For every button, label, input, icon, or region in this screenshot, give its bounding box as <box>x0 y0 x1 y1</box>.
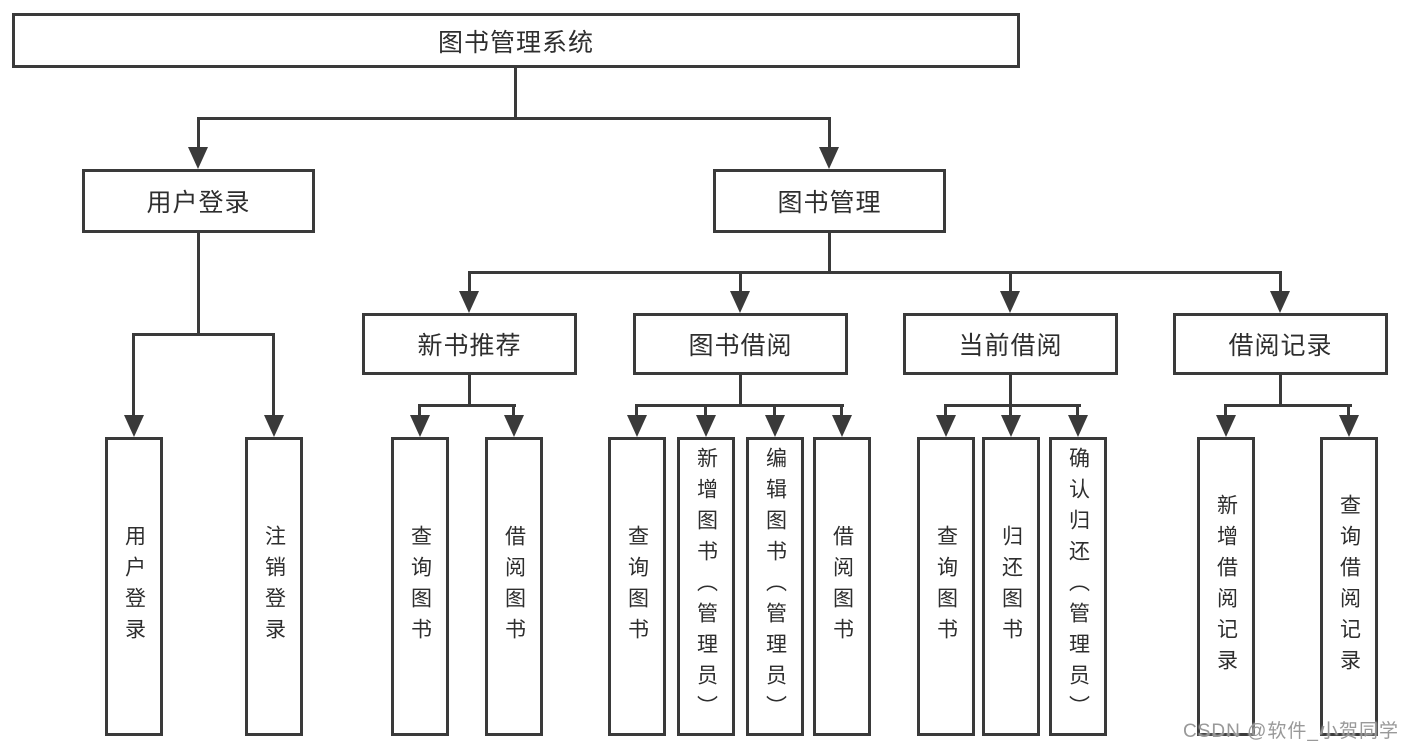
connector-line <box>272 333 275 417</box>
connector-line <box>828 233 831 274</box>
leaf-label: 新增借阅记录 <box>1214 493 1238 680</box>
connector-line <box>773 404 776 418</box>
node-label: 图书管理系统 <box>437 28 594 57</box>
connector-line <box>132 333 135 417</box>
node-label: 新书推荐 <box>417 332 522 360</box>
arrowhead-icon <box>696 415 716 437</box>
connector-line <box>1009 271 1012 293</box>
arrowhead-icon <box>264 415 284 437</box>
leaf-return-books: 归还图书 <box>982 437 1040 736</box>
connector-line <box>1009 375 1012 407</box>
connector-line <box>418 404 516 407</box>
connector-line <box>468 271 471 293</box>
node-label: 图书借阅 <box>688 332 793 360</box>
connector-line <box>197 117 200 151</box>
leaf-label: 查询图书 <box>408 524 432 649</box>
arrowhead-icon <box>1339 415 1359 437</box>
leaf-label: 查询图书 <box>934 524 958 649</box>
node-book-management: 图书管理 <box>713 169 946 233</box>
arrowhead-icon <box>1068 415 1088 437</box>
arrowhead-icon <box>730 291 750 313</box>
connector-line <box>840 404 843 418</box>
node-library-management-system: 图书管理系统 <box>12 13 1020 68</box>
connector-line <box>944 404 1081 407</box>
arrowhead-icon <box>188 147 208 169</box>
connector-line <box>635 404 638 418</box>
node-user-login: 用户登录 <box>82 169 315 233</box>
leaf-label: 借阅图书 <box>502 524 526 649</box>
connector-line <box>418 404 421 418</box>
leaf-label: 查询图书 <box>625 524 649 649</box>
node-label: 用户登录 <box>146 189 251 217</box>
leaf-logout: 注销登录 <box>245 437 303 736</box>
leaf-query-borrow-record: 查询借阅记录 <box>1320 437 1378 736</box>
connector-line <box>944 404 947 418</box>
connector-line <box>468 375 471 407</box>
arrowhead-icon <box>124 415 144 437</box>
node-new-book-recommend: 新书推荐 <box>362 313 577 375</box>
leaf-edit-books-admin: 编辑图书（管理员） <box>746 437 804 736</box>
arrowhead-icon <box>1000 291 1020 313</box>
node-borrowing-records: 借阅记录 <box>1173 313 1388 375</box>
leaf-user-login: 用户登录 <box>105 437 163 736</box>
connector-line <box>1224 404 1227 418</box>
leaf-confirm-return-admin: 确认归还（管理员） <box>1049 437 1107 736</box>
node-current-borrowing: 当前借阅 <box>903 313 1118 375</box>
connector-line <box>468 271 1282 274</box>
connector-line <box>1076 404 1079 418</box>
arrowhead-icon <box>1216 415 1236 437</box>
arrowhead-icon <box>1270 291 1290 313</box>
leaf-label: 新增图书（管理员） <box>694 447 718 726</box>
node-book-borrowing: 图书借阅 <box>633 313 848 375</box>
arrowhead-icon <box>936 415 956 437</box>
leaf-label: 确认归还（管理员） <box>1066 447 1090 726</box>
connector-line <box>704 404 707 418</box>
csdn-watermark: CSDN @软件_小贺同学 <box>1183 721 1399 742</box>
leaf-label: 借阅图书 <box>830 524 854 649</box>
connector-line <box>635 404 844 407</box>
connector-line <box>1279 271 1282 293</box>
leaf-label: 查询借阅记录 <box>1337 493 1361 680</box>
connector-line <box>197 233 200 336</box>
connector-line <box>132 333 275 336</box>
connector-line <box>828 117 831 151</box>
arrowhead-icon <box>832 415 852 437</box>
leaf-query-books-borrow: 查询图书 <box>608 437 666 736</box>
connector-line <box>1224 404 1352 407</box>
leaf-query-books-recommend: 查询图书 <box>391 437 449 736</box>
connector-line <box>514 68 517 120</box>
connector-line <box>739 271 742 293</box>
leaf-borrow-books-recommend: 借阅图书 <box>485 437 543 736</box>
leaf-borrow-books: 借阅图书 <box>813 437 871 736</box>
leaf-label: 归还图书 <box>999 524 1023 649</box>
leaf-query-books-current: 查询图书 <box>917 437 975 736</box>
arrowhead-icon <box>410 415 430 437</box>
leaf-label: 注销登录 <box>262 524 286 649</box>
arrowhead-icon <box>819 147 839 169</box>
connector-line <box>1279 375 1282 407</box>
arrowhead-icon <box>765 415 785 437</box>
connector-line <box>197 117 831 120</box>
connector-line <box>512 404 515 418</box>
node-label: 图书管理 <box>777 189 882 217</box>
arrowhead-icon <box>504 415 524 437</box>
arrowhead-icon <box>627 415 647 437</box>
node-label: 借阅记录 <box>1228 332 1333 360</box>
arrowhead-icon <box>459 291 479 313</box>
leaf-label: 编辑图书（管理员） <box>763 447 787 726</box>
connector-line <box>1347 404 1350 418</box>
leaf-add-books-admin: 新增图书（管理员） <box>677 437 735 736</box>
connector-line <box>739 375 742 407</box>
leaf-add-borrow-record: 新增借阅记录 <box>1197 437 1255 736</box>
arrowhead-icon <box>1001 415 1021 437</box>
connector-line <box>1009 404 1012 418</box>
node-label: 当前借阅 <box>958 332 1063 360</box>
leaf-label: 用户登录 <box>122 524 146 649</box>
